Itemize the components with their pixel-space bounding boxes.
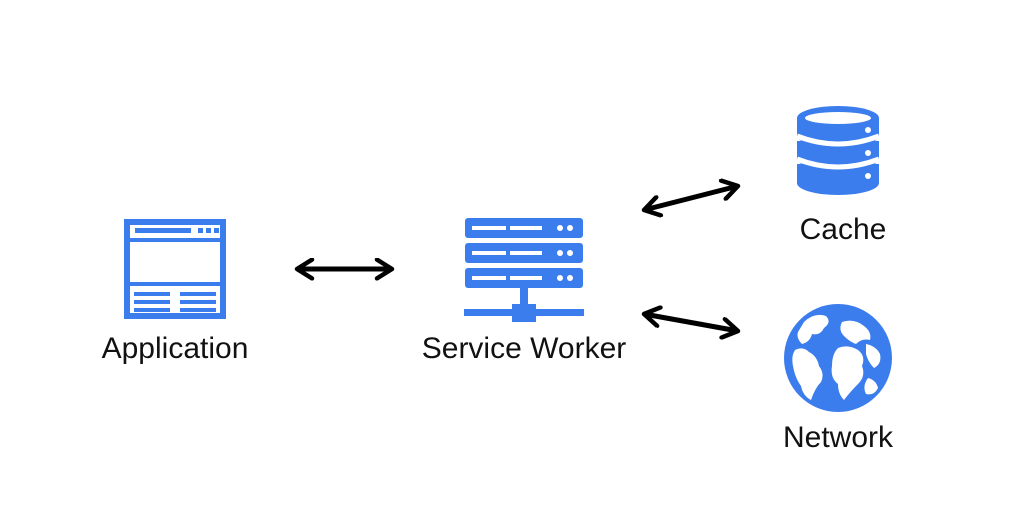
cache-label: Cache <box>800 213 887 246</box>
browser-window-icon <box>124 219 226 319</box>
arrow-service-worker-cache <box>644 186 738 210</box>
database-icon <box>796 106 880 195</box>
application-label: Application <box>102 332 249 365</box>
service-worker-label: Service Worker <box>422 332 627 365</box>
globe-icon <box>784 304 892 412</box>
network-label: Network <box>783 421 894 454</box>
arrow-service-worker-network <box>644 314 738 331</box>
server-rack-icon <box>464 218 584 322</box>
